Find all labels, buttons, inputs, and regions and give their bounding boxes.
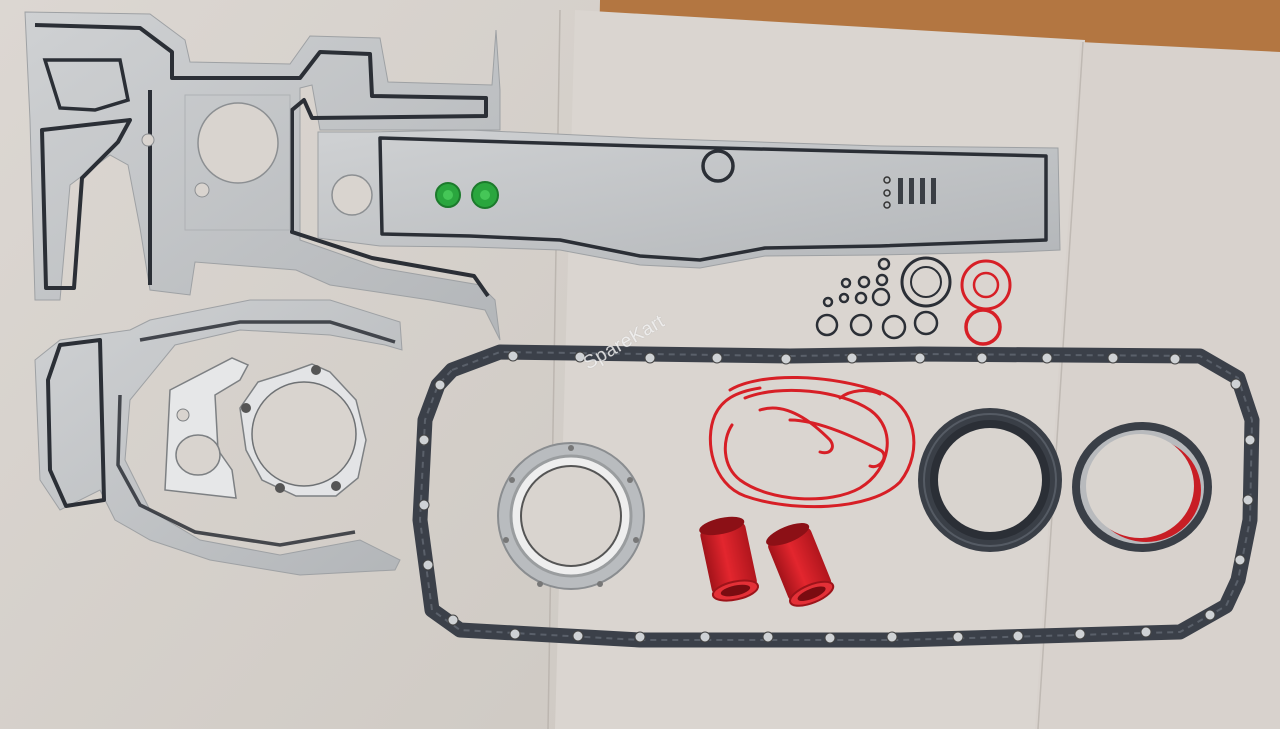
rear-crankshaft-seal bbox=[1072, 422, 1212, 552]
o-ring-set bbox=[815, 256, 952, 340]
small-hardware bbox=[883, 176, 936, 209]
valve-cover-gasket bbox=[317, 129, 1061, 269]
red-o-rings bbox=[960, 259, 1012, 346]
front-cover-gasket bbox=[24, 11, 501, 341]
gear-housing-gasket bbox=[34, 299, 403, 576]
red-seal-cord bbox=[708, 375, 916, 509]
green-caps bbox=[435, 181, 499, 209]
small-steel-gaskets bbox=[164, 357, 367, 499]
rubber-bead bbox=[34, 23, 490, 298]
red-sleeves bbox=[699, 516, 835, 607]
crankshaft-seal-flange bbox=[497, 442, 645, 590]
front-crankshaft-seal bbox=[918, 408, 1062, 552]
oil-pan-gasket bbox=[412, 344, 1260, 648]
